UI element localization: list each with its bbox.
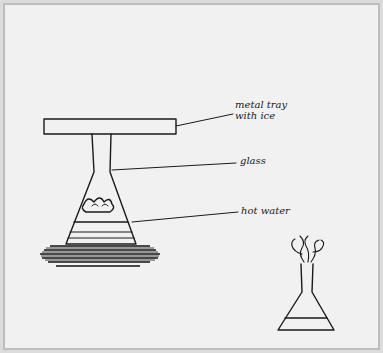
small-water-line — [285, 317, 327, 318]
callout-label: metal tray with ice — [235, 99, 297, 121]
paper — [4, 4, 379, 349]
small-flask — [278, 264, 334, 330]
steam-cloud — [82, 198, 113, 212]
leader-line — [132, 212, 238, 222]
water-line — [74, 221, 128, 222]
metal-tray — [44, 119, 176, 134]
steam-curl — [92, 204, 108, 206]
vapor-curls — [292, 236, 324, 262]
callout-label: glass — [240, 155, 300, 166]
callout-label: hot water — [241, 205, 311, 216]
leader-line — [176, 114, 233, 126]
leader-line — [112, 163, 236, 170]
table-shading — [40, 246, 160, 266]
flask-glass — [66, 134, 136, 244]
water-hatch — [68, 232, 134, 238]
